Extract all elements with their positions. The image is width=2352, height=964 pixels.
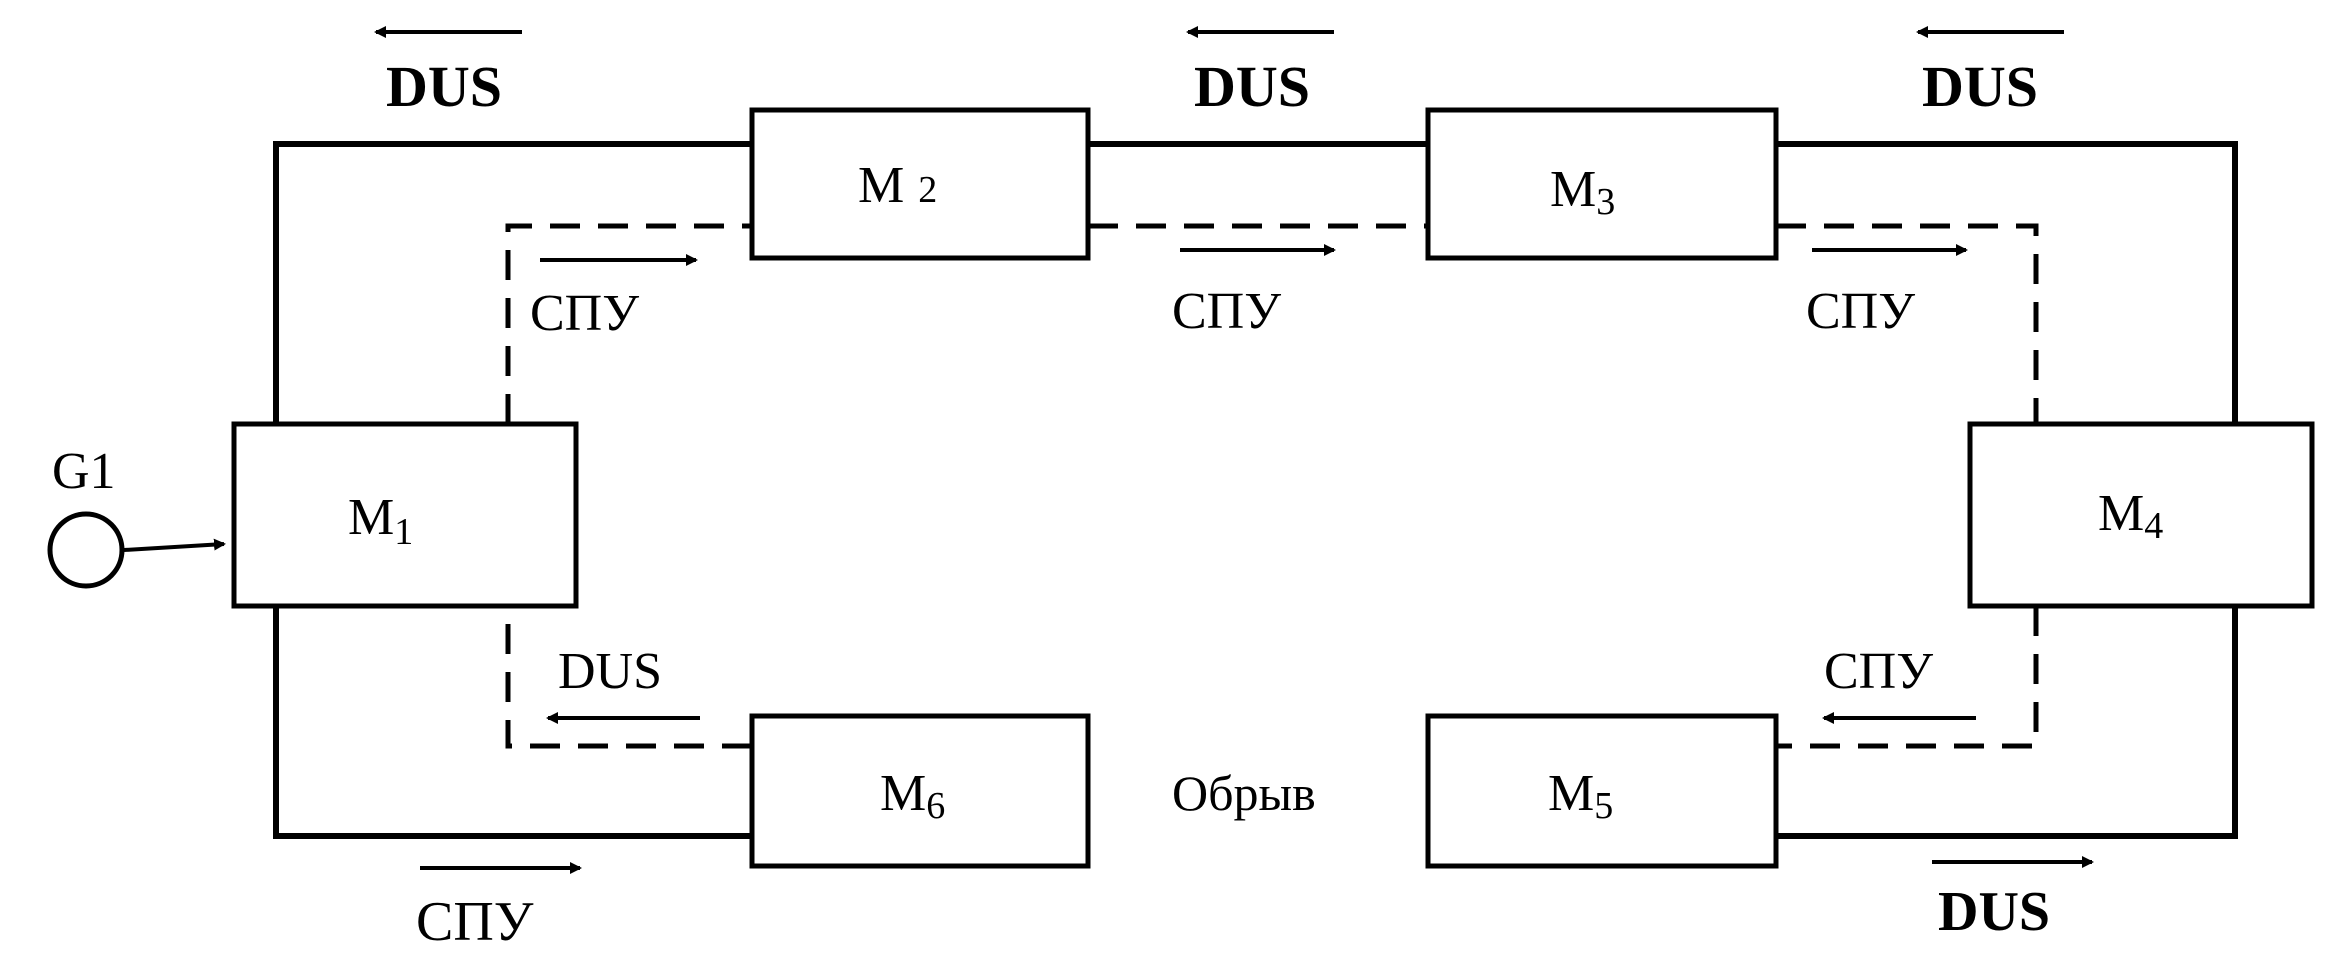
module-m3-box — [1425, 107, 1779, 261]
dus-label-top-left: DUS — [386, 54, 502, 119]
module-m3-label: M3 — [1550, 161, 1615, 223]
dashed-ring — [505, 223, 2039, 749]
direction-arrows — [374, 26, 2094, 874]
module-m2-box — [749, 107, 1091, 261]
module-m1-box — [231, 421, 579, 609]
dus-label-inner-bottom-left: DUS — [558, 643, 662, 700]
module-m6-label: M6 — [880, 765, 945, 827]
spu-label-bottom-left: СПУ — [416, 891, 534, 953]
solid-line-m3-m4 — [1776, 141, 2238, 424]
dus-label-top-right: DUS — [1922, 54, 2038, 119]
solid-line-m6-m1 — [273, 606, 752, 839]
module-m4-label: M4 — [2098, 485, 2163, 547]
generator-label: G1 — [52, 443, 116, 500]
module-m1-label: M1 — [348, 489, 413, 553]
dus-label-bottom-right: DUS — [1938, 881, 2050, 943]
dus-label-top-center: DUS — [1194, 54, 1310, 119]
dashed-line-m4-m5 — [1776, 606, 2039, 749]
solid-line-m1-m2 — [273, 141, 752, 424]
break-label: Обрыв — [1172, 765, 1316, 821]
module-m6-box — [749, 713, 1091, 869]
dashed-line-m3-m4 — [1776, 223, 2039, 424]
spu-label-inner-left: СПУ — [530, 285, 639, 342]
module-m4-box — [1967, 421, 2315, 609]
generator-g1: G1 — [47, 443, 226, 589]
module-m5-label: M5 — [1548, 765, 1613, 827]
module-m5-box — [1425, 713, 1779, 869]
generator-arrow — [123, 538, 226, 552]
generator-circle — [47, 511, 125, 589]
solid-ring — [273, 141, 2238, 839]
spu-label-inner-center: СПУ — [1172, 283, 1281, 340]
dashed-line-m6-m1 — [505, 606, 752, 749]
spu-label-inner-bottom-right: СПУ — [1824, 643, 1933, 700]
dashed-line-m1-m2 — [505, 223, 752, 424]
solid-line-m4-m5 — [1776, 606, 2238, 839]
spu-label-inner-right: СПУ — [1806, 283, 1915, 340]
